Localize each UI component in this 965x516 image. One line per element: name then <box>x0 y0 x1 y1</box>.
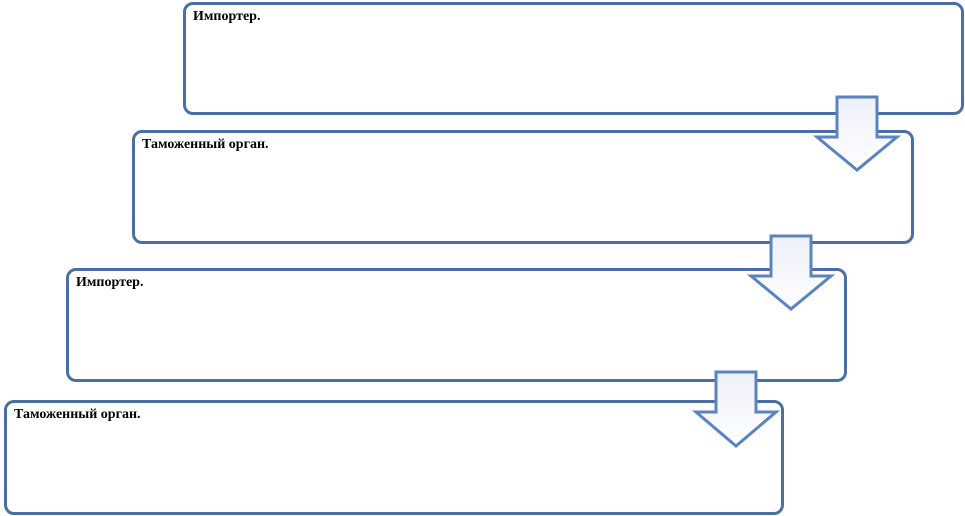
step-label: Импортер. <box>193 9 261 24</box>
step-label: Таможенный орган. <box>142 137 269 152</box>
step-box-customs-2: Таможенный орган. <box>4 400 784 515</box>
step-label: Таможенный орган. <box>14 407 141 422</box>
step-box-customs-1: Таможенный орган. <box>132 130 914 244</box>
step-label: Импортер. <box>76 275 144 290</box>
step-box-importer-1: Импортер. <box>183 2 964 115</box>
step-box-importer-2: Импортер. <box>66 268 847 382</box>
